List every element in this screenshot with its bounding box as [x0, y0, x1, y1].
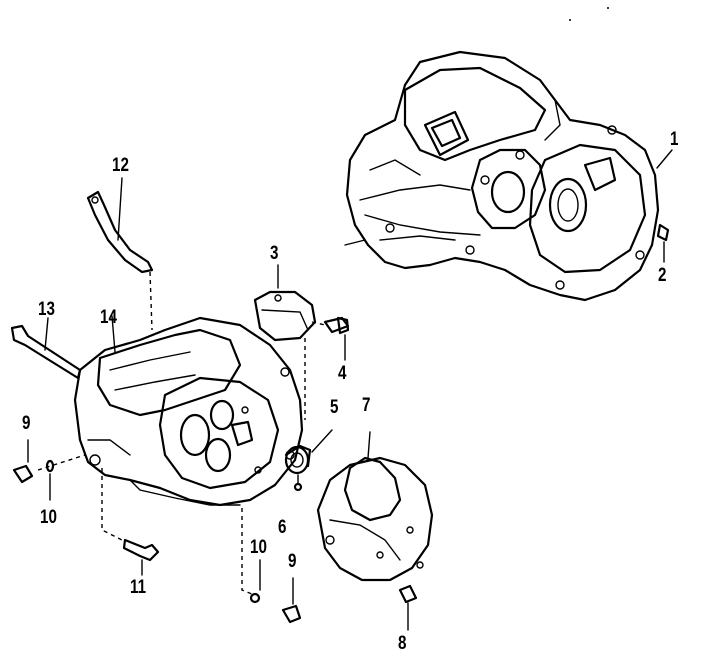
part-6-plug	[293, 474, 303, 492]
part-3-bracket	[253, 264, 317, 342]
callout-9-bottom: 9	[288, 551, 297, 572]
callout-10-bottom: 10	[250, 537, 267, 558]
callout-14: 14	[100, 307, 117, 328]
callout-9-left: 9	[22, 413, 31, 434]
part-14-transmission-case	[73, 315, 306, 507]
part-8-bolt	[398, 584, 418, 631]
callout-6: 6	[278, 517, 287, 538]
callout-13: 13	[38, 299, 55, 320]
part-4-bolt	[311, 316, 350, 361]
part-7-extension-housing	[316, 431, 434, 582]
callout-1: 1	[670, 129, 679, 150]
part-9-plug-bottom	[281, 577, 302, 624]
callout-8: 8	[398, 633, 407, 654]
part-10-washer-bottom	[241, 508, 261, 604]
callout-4: 4	[338, 363, 347, 384]
callout-2: 2	[658, 265, 667, 286]
part-10-washer-left	[45, 459, 55, 501]
part-11-bolt	[101, 468, 160, 576]
part-12-bracket	[86, 177, 154, 331]
callout-3: 3	[270, 243, 279, 264]
callout-11: 11	[130, 577, 147, 598]
callout-7: 7	[362, 395, 371, 416]
part-1-clutch-housing	[344, 50, 673, 302]
callout-10-left: 10	[40, 507, 57, 528]
part-13-tube	[10, 317, 82, 380]
part-5-seal	[284, 429, 333, 475]
part-9-plug-left	[12, 439, 86, 484]
callout-5: 5	[330, 397, 339, 418]
callout-12: 12	[112, 155, 129, 176]
